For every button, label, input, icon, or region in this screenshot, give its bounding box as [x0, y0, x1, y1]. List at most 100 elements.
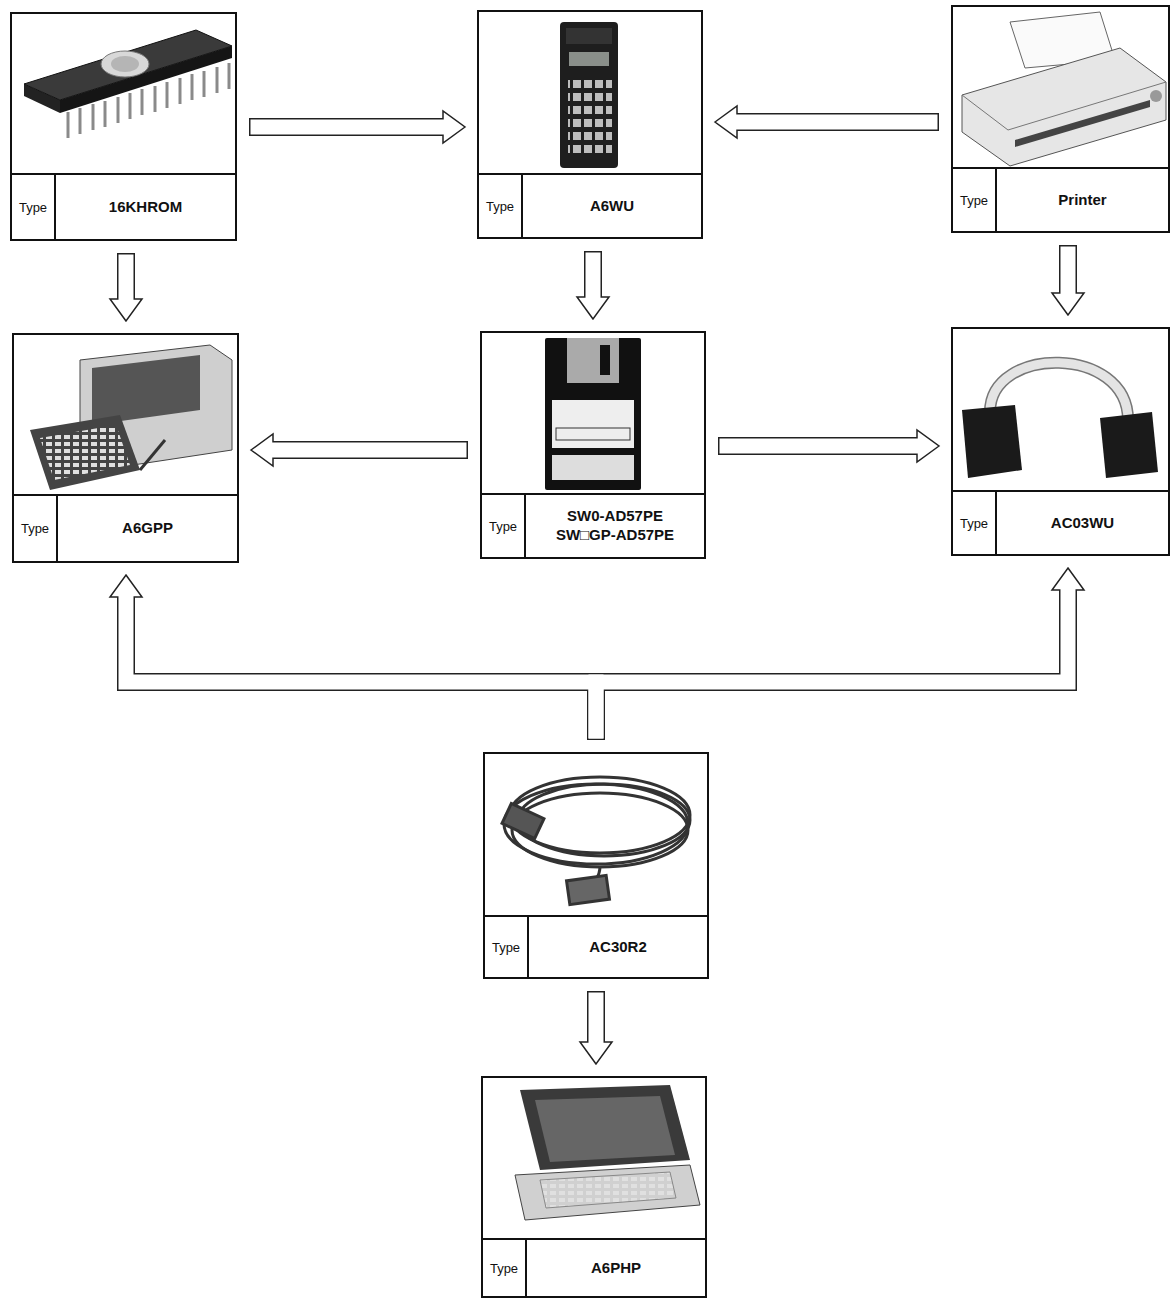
- device-box: Type16KHROM: [10, 12, 237, 241]
- eprom-chip: [154, 86, 157, 112]
- picture-area: [953, 329, 1168, 490]
- handheld-programmer: [560, 22, 618, 168]
- programming-unit: [40, 425, 130, 480]
- eprom-chip: [191, 74, 194, 100]
- floppy-disk: [545, 338, 641, 490]
- type-row: TypePrinter: [953, 167, 1168, 231]
- model-name: AC30R2: [529, 917, 707, 977]
- picture-area: [953, 7, 1168, 167]
- arrow-fill: [251, 120, 447, 135]
- model-name: SW0-AD57PE SW□GP-AD57PE: [526, 495, 704, 557]
- picture-area: [479, 12, 701, 173]
- picture-area: [14, 335, 237, 494]
- floppy-disk: [545, 338, 641, 490]
- handheld-programmer: [560, 22, 618, 168]
- coiled-cable: [567, 875, 610, 904]
- printer-picture: [1150, 90, 1162, 102]
- model-name: Printer: [997, 169, 1168, 231]
- floppy-disk: [552, 400, 634, 448]
- arrow-heads: [110, 106, 1084, 1064]
- eprom-chip: [228, 63, 231, 89]
- adapter-cable: [1100, 412, 1158, 478]
- picture-area: [12, 14, 235, 173]
- adapter-cable: [962, 363, 1158, 478]
- eprom-chip: [203, 71, 206, 97]
- arrow-outlines: [126, 122, 1068, 1043]
- coiled-cable: [502, 777, 690, 905]
- type-caption: Type: [953, 169, 997, 231]
- portable-programmer: [515, 1165, 700, 1220]
- type-row: Type16KHROM: [12, 173, 235, 239]
- arrow-head: [110, 575, 142, 597]
- connector-arrow: [596, 589, 1068, 740]
- type-caption: Type: [483, 1240, 527, 1296]
- eprom-chip: [179, 78, 182, 104]
- picture-area: [485, 754, 707, 915]
- arrow-fills: [126, 122, 1068, 1045]
- picture-area: [482, 333, 704, 493]
- eprom-chip: [111, 56, 139, 72]
- portable-programmer: [515, 1085, 700, 1220]
- arrow-fill: [119, 255, 134, 303]
- type-caption: Type: [482, 495, 526, 557]
- type-row: TypeA6GPP: [14, 494, 237, 561]
- device-box: TypeAC30R2: [483, 752, 709, 979]
- type-row: TypeAC30R2: [485, 915, 707, 977]
- eprom-chip: [216, 67, 219, 93]
- printer-picture: [1015, 100, 1150, 147]
- printer-picture: [962, 48, 1166, 166]
- arrow-head: [580, 1042, 612, 1064]
- handheld-programmer: [566, 28, 612, 44]
- floppy-disk: [567, 338, 619, 383]
- model-name: 16KHROM: [56, 175, 235, 239]
- model-name: A6WU: [523, 175, 701, 237]
- eprom-chip: [141, 89, 144, 115]
- device-box: TypeA6PHP: [481, 1076, 707, 1298]
- arrow-fill: [586, 253, 601, 301]
- type-row: TypeA6PHP: [483, 1238, 705, 1296]
- arrow-fill: [270, 443, 467, 458]
- eprom-chip: [24, 30, 232, 138]
- arrow-fill: [1061, 247, 1076, 297]
- eprom-chip: [129, 93, 132, 119]
- type-row: TypeA6WU: [479, 173, 701, 237]
- adapter-cable: [962, 405, 1022, 478]
- floppy-disk: [556, 428, 630, 440]
- floppy-disk: [552, 455, 634, 480]
- arrow-head: [917, 430, 939, 462]
- handheld-programmer: [568, 78, 612, 156]
- device-box: TypeAC03WU: [951, 327, 1170, 556]
- programming-unit: [140, 440, 165, 470]
- eprom-chip: [60, 46, 232, 113]
- arrow-fill: [720, 439, 921, 454]
- programming-unit: [30, 345, 232, 490]
- type-caption: Type: [485, 917, 529, 977]
- device-box: TypeA6GPP: [12, 333, 239, 563]
- arrow-fill: [126, 594, 596, 739]
- portable-programmer: [540, 1172, 676, 1208]
- floppy-disk: [600, 345, 610, 375]
- picture-area: [483, 1078, 705, 1238]
- model-name: A6GPP: [58, 496, 237, 561]
- model-name: AC03WU: [997, 492, 1168, 554]
- type-row: TypeAC03WU: [953, 490, 1168, 554]
- handheld-programmer: [569, 52, 609, 66]
- printer-picture: [962, 12, 1166, 166]
- arrow-head: [1052, 568, 1084, 590]
- eprom-chip: [166, 82, 169, 108]
- arrow-head: [577, 297, 609, 319]
- eprom-chip: [92, 104, 95, 130]
- device-box: TypeSW0-AD57PE SW□GP-AD57PE: [480, 331, 706, 559]
- type-caption: Type: [12, 175, 56, 239]
- programming-unit: [92, 355, 200, 425]
- coiled-cable: [502, 803, 544, 838]
- programming-unit: [30, 415, 140, 490]
- arrow-head: [443, 111, 465, 143]
- arrow-head: [110, 299, 142, 321]
- type-caption: Type: [479, 175, 523, 237]
- eprom-chip: [67, 112, 70, 138]
- arrow-fill: [589, 993, 604, 1046]
- type-caption: Type: [953, 492, 997, 554]
- arrow-head: [1052, 293, 1084, 315]
